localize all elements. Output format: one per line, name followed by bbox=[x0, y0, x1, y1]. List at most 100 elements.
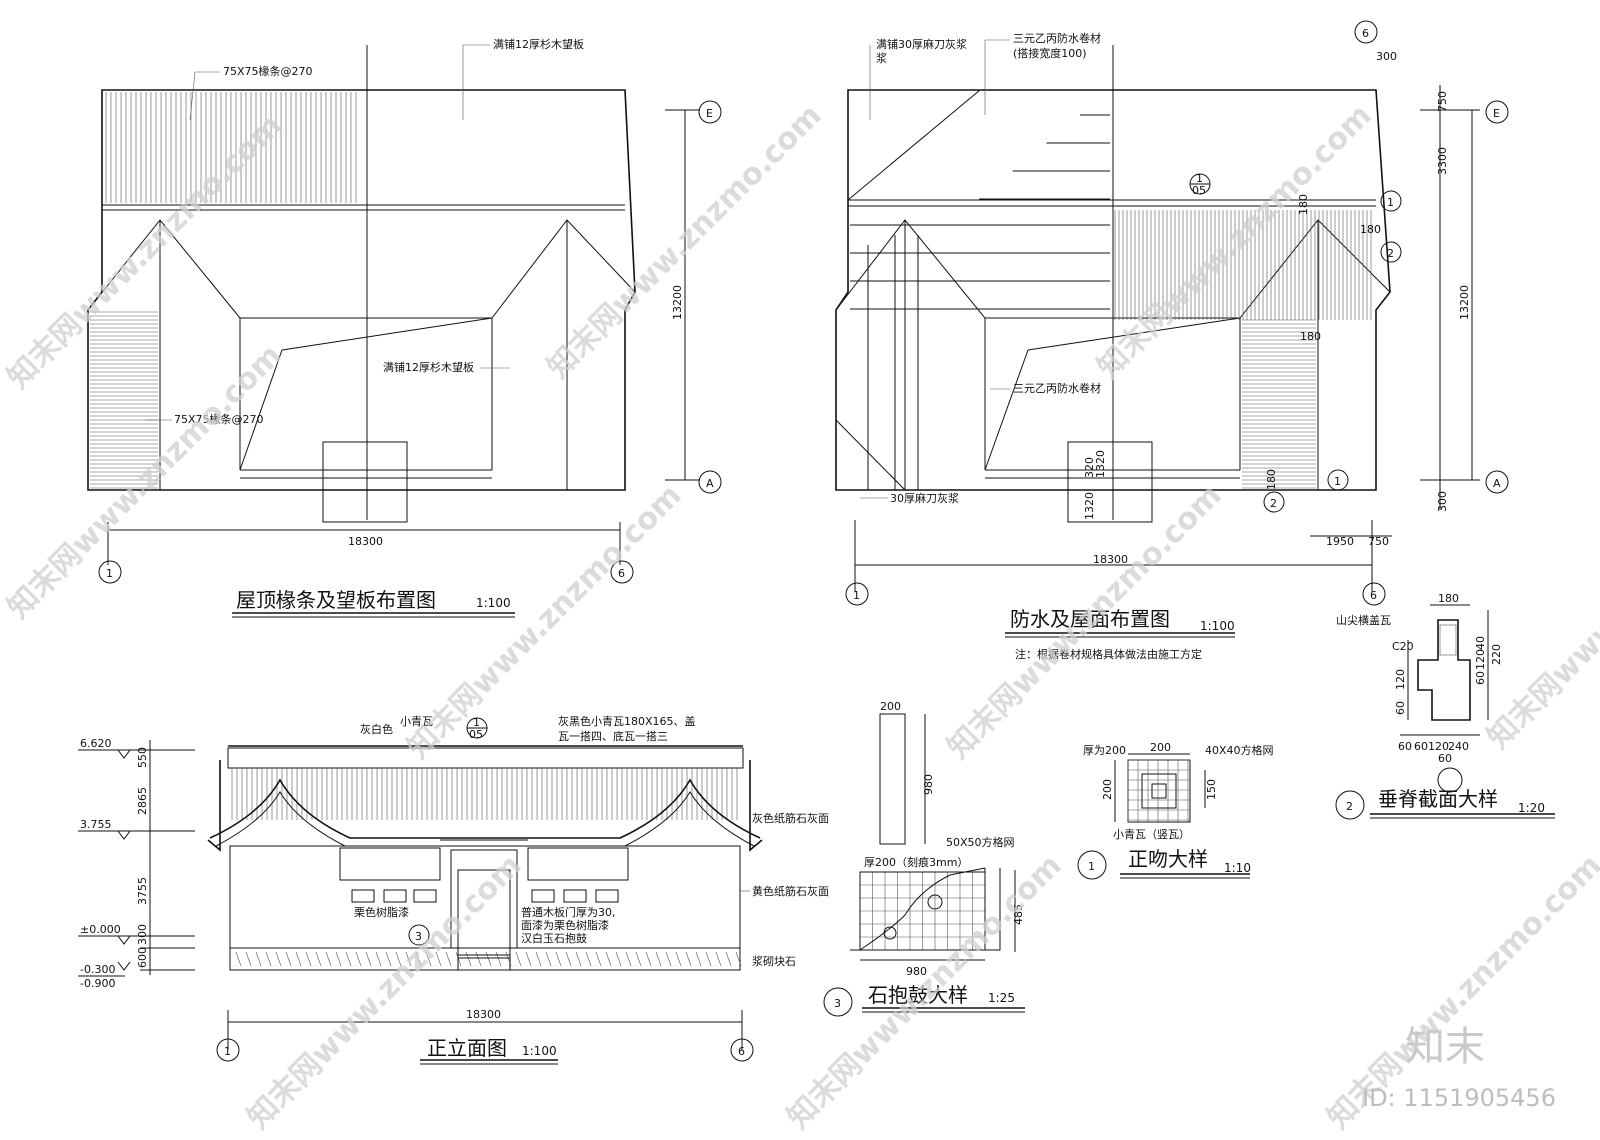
level-0000: ±0.000 bbox=[80, 923, 121, 936]
label-drum-grid: 50X50方格网 bbox=[946, 835, 1015, 849]
label-tile-spec-2: 瓦一搭四、底瓦一搭三 bbox=[558, 729, 668, 743]
axis-bubble-E bbox=[698, 100, 722, 124]
watermark-text-6: 知末网www.znzmo.com bbox=[941, 478, 1229, 766]
detail-bubble-2 bbox=[1335, 790, 1365, 820]
level-6620: 6.620 bbox=[80, 737, 112, 750]
detail-ref-elev-3: 3 bbox=[415, 930, 422, 943]
label-orn-grid: 40X40方格网 bbox=[1205, 743, 1274, 757]
dim-width-18300-b: 18300 bbox=[1093, 553, 1128, 566]
detail-ref-2-bottom bbox=[1263, 491, 1285, 513]
scale-stone-drum: 1:25 bbox=[988, 991, 1015, 1005]
dim-180-a: 180 bbox=[1360, 223, 1381, 236]
detail-ref-2-right bbox=[1380, 241, 1402, 263]
label-rafter-top: 75X75椽条@270 bbox=[223, 64, 313, 78]
stone-drum-detail: 200 980 485 980 厚200（刻痕3mm） 50X50方格网 3 石… bbox=[823, 700, 1025, 1017]
title-ridge-ornament: 正吻大样 bbox=[1128, 847, 1208, 871]
label-small-tile: 小青瓦 bbox=[400, 715, 433, 728]
detail-ref-num-4: 1 bbox=[1334, 475, 1341, 488]
note-waterproof: 注：根据卷材规格具体做法由施工方定 bbox=[1015, 647, 1202, 661]
dim-180-d: 180 bbox=[1265, 469, 1278, 490]
axis-bubble-6-c bbox=[730, 1038, 754, 1062]
label-epdm-overlap: (搭接宽度100) bbox=[1013, 46, 1087, 60]
level-m0300: -0.300 bbox=[80, 963, 115, 976]
label-orn-thickness: 厚为200 bbox=[1083, 744, 1126, 757]
label-grey-white: 灰白色 bbox=[360, 722, 393, 736]
axis-bubble-1-c bbox=[216, 1038, 240, 1062]
label-tile-spec-1: 灰黑色小青瓦180X165、盖 bbox=[558, 714, 696, 728]
dim-orn-200-top: 200 bbox=[1150, 741, 1171, 754]
label-grey-plaster: 灰色纸筋石灰面 bbox=[752, 811, 829, 825]
axis-label-1-c: 1 bbox=[224, 1045, 231, 1058]
dim-orn-150: 150 bbox=[1205, 779, 1218, 800]
dim-drum-200: 200 bbox=[880, 700, 901, 713]
dim-300-right: 300 bbox=[1436, 491, 1449, 512]
label-door-2: 面漆为栗色树脂漆 bbox=[521, 918, 609, 932]
title-waterproof-plan: 防水及屋面布置图 bbox=[1010, 607, 1170, 631]
axis-bubble-6-top bbox=[1354, 20, 1378, 44]
title-ridge-section: 垂脊截面大样 bbox=[1378, 787, 1498, 811]
brand-watermark: 知末 bbox=[1405, 1024, 1485, 1070]
dim-drum-980: 980 bbox=[922, 774, 935, 795]
dim-1950: 1950 bbox=[1326, 535, 1354, 548]
ridge-ornament-detail: 200 200 150 厚为200 40X40方格网 小青瓦（竖瓦） 1 正吻大… bbox=[1077, 741, 1274, 880]
axis-label-6: 6 bbox=[618, 567, 625, 580]
dim-320: 320 bbox=[1083, 457, 1096, 478]
roof-outline bbox=[87, 89, 636, 491]
label-epdm-top: 三元乙丙防水卷材 bbox=[1013, 31, 1101, 45]
dim-ridge-60-e: 60 bbox=[1438, 752, 1452, 765]
dim-750-right: 750 bbox=[1436, 91, 1449, 112]
watermark-text-3: 知末网www.znzmo.com bbox=[1091, 98, 1379, 386]
detail-num-3: 3 bbox=[834, 997, 841, 1010]
dim-depth-13200: 13200 bbox=[671, 285, 684, 320]
label-door-3: 汉白玉石抱鼓 bbox=[521, 931, 587, 945]
axis-label-6-top: 6 bbox=[1362, 27, 1369, 40]
dim-1320-b: 1320 bbox=[1094, 450, 1107, 478]
title-roof-rafter-plan: 屋顶椽条及望板布置图 bbox=[236, 588, 436, 612]
label-mortar-top: 满铺30厚麻刀灰浆 bbox=[876, 37, 967, 51]
id-watermark: ID: 1151905456 bbox=[1362, 1084, 1556, 1112]
dim-300-top: 300 bbox=[1376, 50, 1397, 63]
detail-ref-1-bottom bbox=[1327, 469, 1349, 491]
level-3755: 3.755 bbox=[80, 818, 112, 831]
label-roof-board-mid: 满铺12厚杉木望板 bbox=[383, 360, 474, 374]
axis-label-6-c: 6 bbox=[738, 1045, 745, 1058]
watermark-text-8: 知末网www.znzmo.com bbox=[241, 848, 529, 1136]
label-epdm-mid: 三元乙丙防水卷材 bbox=[1013, 381, 1101, 395]
dim-750-bottom: 750 bbox=[1368, 535, 1389, 548]
axis-bubble-A-b bbox=[1485, 470, 1509, 494]
dim-ridge-60-c: 60 bbox=[1398, 740, 1412, 753]
label-c20: C20 bbox=[1392, 640, 1414, 653]
axis-label-1: 1 bbox=[106, 567, 113, 580]
scale-ridge-section: 1:20 bbox=[1518, 801, 1545, 815]
axis-bubble-6 bbox=[610, 560, 634, 584]
detail-ref-3-elev bbox=[408, 924, 430, 946]
roof-rafter-plan: 满铺12厚杉木望板 75X75椽条@270 满铺12厚杉木望板 75X75椽条@… bbox=[87, 37, 722, 618]
detail-ref-sheet: 05 bbox=[1192, 184, 1206, 197]
scale-front-elevation: 1:100 bbox=[522, 1044, 557, 1058]
detail-num-1: 1 bbox=[1088, 860, 1095, 873]
detail-ref-elev-num: 1 bbox=[473, 716, 480, 729]
watermark-text-4: 知末网www.znzmo.com bbox=[1, 338, 289, 626]
dim-ridge-180: 180 bbox=[1438, 592, 1459, 605]
axis-label-6-b: 6 bbox=[1370, 589, 1377, 602]
front-elevation: 灰白色 小青瓦 灰黑色小青瓦180X165、盖 瓦一搭四、底瓦一搭三 灰色纸筋石… bbox=[78, 714, 829, 1065]
dim-depth-13200-b: 13200 bbox=[1458, 285, 1471, 320]
axis-bubble-A bbox=[698, 470, 722, 494]
dim-ridge-120-a: 120 bbox=[1474, 649, 1487, 670]
title-front-elevation: 正立面图 bbox=[427, 1036, 507, 1060]
dim-ridge-240: 240 bbox=[1448, 740, 1469, 753]
label-mortar-top-cont: 浆 bbox=[876, 51, 887, 65]
dim-1320-a: 1320 bbox=[1083, 492, 1096, 520]
dim-ridge-60-a: 60 bbox=[1474, 671, 1487, 685]
axis-label-E-b: E bbox=[1493, 107, 1500, 120]
axis-label-1-b: 1 bbox=[853, 589, 860, 602]
dim-ridge-120-b: 120 bbox=[1394, 669, 1407, 690]
watermark-text-7: 知末网www.znzmo.com bbox=[1481, 468, 1600, 756]
dim-180-c: 180 bbox=[1300, 330, 1321, 343]
dim-180-b: 180 bbox=[1297, 194, 1310, 215]
title-stone-drum: 石抱鼓大样 bbox=[868, 983, 968, 1007]
dim-ridge-40: 40 bbox=[1474, 636, 1487, 650]
label-masonry: 浆砌块石 bbox=[752, 954, 796, 968]
dim-drum-980-b: 980 bbox=[906, 965, 927, 978]
axis-label-E: E bbox=[706, 107, 713, 120]
